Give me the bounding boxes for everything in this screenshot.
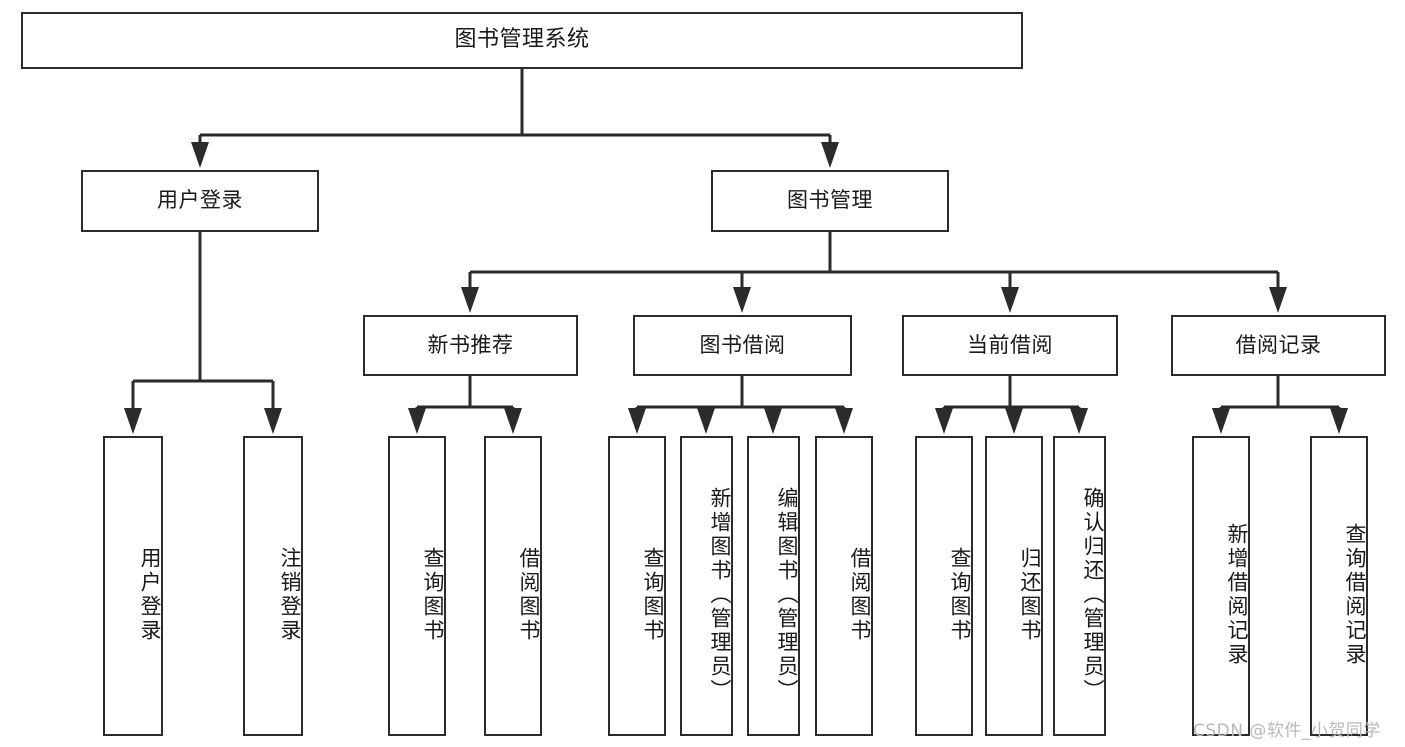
node-leaf-borrow-book-1[interactable]: 借阅图书: [484, 436, 542, 736]
node-leaf-edit-book[interactable]: 编辑图书（管理员）: [747, 436, 800, 736]
node-label: 新增借阅记录: [1225, 523, 1249, 667]
node-leaf-query-book-3[interactable]: 查询图书: [915, 436, 973, 736]
node-user-login[interactable]: 用户登录: [81, 170, 319, 232]
node-leaf-borrow-book-2[interactable]: 借阅图书: [815, 436, 873, 736]
node-label: 编辑图书（管理员）: [775, 487, 799, 703]
node-label: 用户登录: [157, 188, 243, 213]
node-current-borrow[interactable]: 当前借阅: [902, 315, 1118, 376]
node-label: 图书管理: [787, 188, 873, 213]
node-label: 图书借阅: [699, 332, 786, 357]
node-leaf-confirm-return[interactable]: 确认归还（管理员）: [1053, 436, 1106, 736]
node-book-borrow[interactable]: 图书借阅: [633, 315, 852, 376]
node-label: 借阅记录: [1235, 332, 1322, 357]
node-label: 新书推荐: [427, 332, 514, 357]
node-label: 新增图书（管理员）: [708, 487, 732, 703]
node-label: 查询图书: [421, 547, 445, 643]
node-label: 当前借阅: [967, 332, 1053, 357]
csdn-watermark: CSDN @软件_小贺同学: [1193, 721, 1381, 741]
node-label: 查询借阅记录: [1343, 523, 1367, 667]
node-label: 图书管理系统: [454, 27, 590, 53]
node-label: 注销登录: [278, 547, 302, 643]
node-new-book-recommend[interactable]: 新书推荐: [363, 315, 578, 376]
node-label: 查询图书: [641, 547, 665, 643]
node-book-manage[interactable]: 图书管理: [711, 170, 949, 232]
node-label: 借阅图书: [517, 547, 541, 643]
node-leaf-query-book-2[interactable]: 查询图书: [608, 436, 666, 736]
node-leaf-query-book-1[interactable]: 查询图书: [388, 436, 446, 736]
node-leaf-user-logout[interactable]: 注销登录: [243, 436, 303, 736]
node-leaf-add-record[interactable]: 新增借阅记录: [1192, 436, 1250, 736]
node-leaf-user-login[interactable]: 用户登录: [103, 436, 163, 736]
node-leaf-return-book[interactable]: 归还图书: [985, 436, 1043, 736]
node-borrow-record[interactable]: 借阅记录: [1171, 315, 1386, 376]
node-root[interactable]: 图书管理系统: [21, 12, 1023, 69]
node-label: 用户登录: [138, 547, 162, 643]
node-leaf-query-record[interactable]: 查询借阅记录: [1310, 436, 1368, 736]
node-leaf-add-book[interactable]: 新增图书（管理员）: [680, 436, 733, 736]
node-label: 借阅图书: [848, 547, 872, 643]
node-label: 确认归还（管理员）: [1081, 487, 1105, 703]
node-label: 归还图书: [1018, 547, 1042, 643]
node-label: 查询图书: [948, 547, 972, 643]
